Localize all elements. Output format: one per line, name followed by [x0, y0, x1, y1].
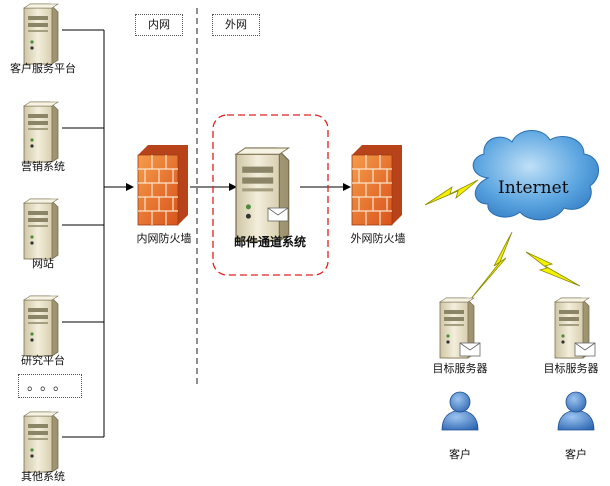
cloud-icon [472, 130, 599, 221]
user-icon [441, 391, 479, 431]
target-server-label: 目标服务器 [543, 362, 599, 375]
server-label: 客户服务平台 [10, 62, 76, 75]
user-icon [557, 391, 595, 431]
mail-gateway-label: 邮件通道系统 [233, 235, 306, 249]
internal-bus-lines [62, 29, 105, 438]
server-label: 网站 [32, 257, 54, 270]
firewall-icon [351, 144, 403, 226]
client-label: 客户 [565, 448, 587, 461]
zone-label-outer: 外网 [212, 14, 260, 36]
server-icon [23, 198, 59, 260]
more-systems-indicator: 。。。 [18, 374, 82, 398]
lightning-icon [469, 231, 513, 301]
server-icon [23, 295, 59, 357]
inner-firewall-label: 内网防火墙 [136, 232, 192, 245]
client-label: 客户 [449, 448, 471, 461]
lightning-icon [525, 251, 581, 287]
server-label: 营销系统 [21, 160, 65, 173]
firewall-icon [137, 144, 189, 226]
cloud-label: Internet [498, 178, 569, 198]
envelope-icon [574, 342, 596, 357]
server-label: 其他系统 [21, 470, 65, 483]
outer-firewall-label: 外网防火墙 [350, 232, 406, 245]
server-icon [23, 411, 59, 473]
target-server-label: 目标服务器 [432, 362, 488, 375]
mail-server-icon [235, 147, 290, 242]
server-icon [23, 3, 59, 65]
envelope-icon [267, 207, 289, 222]
server-icon [23, 101, 59, 163]
zone-label-inner: 内网 [135, 14, 183, 36]
lightning-icon [424, 179, 479, 206]
envelope-icon [459, 342, 481, 357]
server-label: 研究平台 [21, 354, 65, 367]
